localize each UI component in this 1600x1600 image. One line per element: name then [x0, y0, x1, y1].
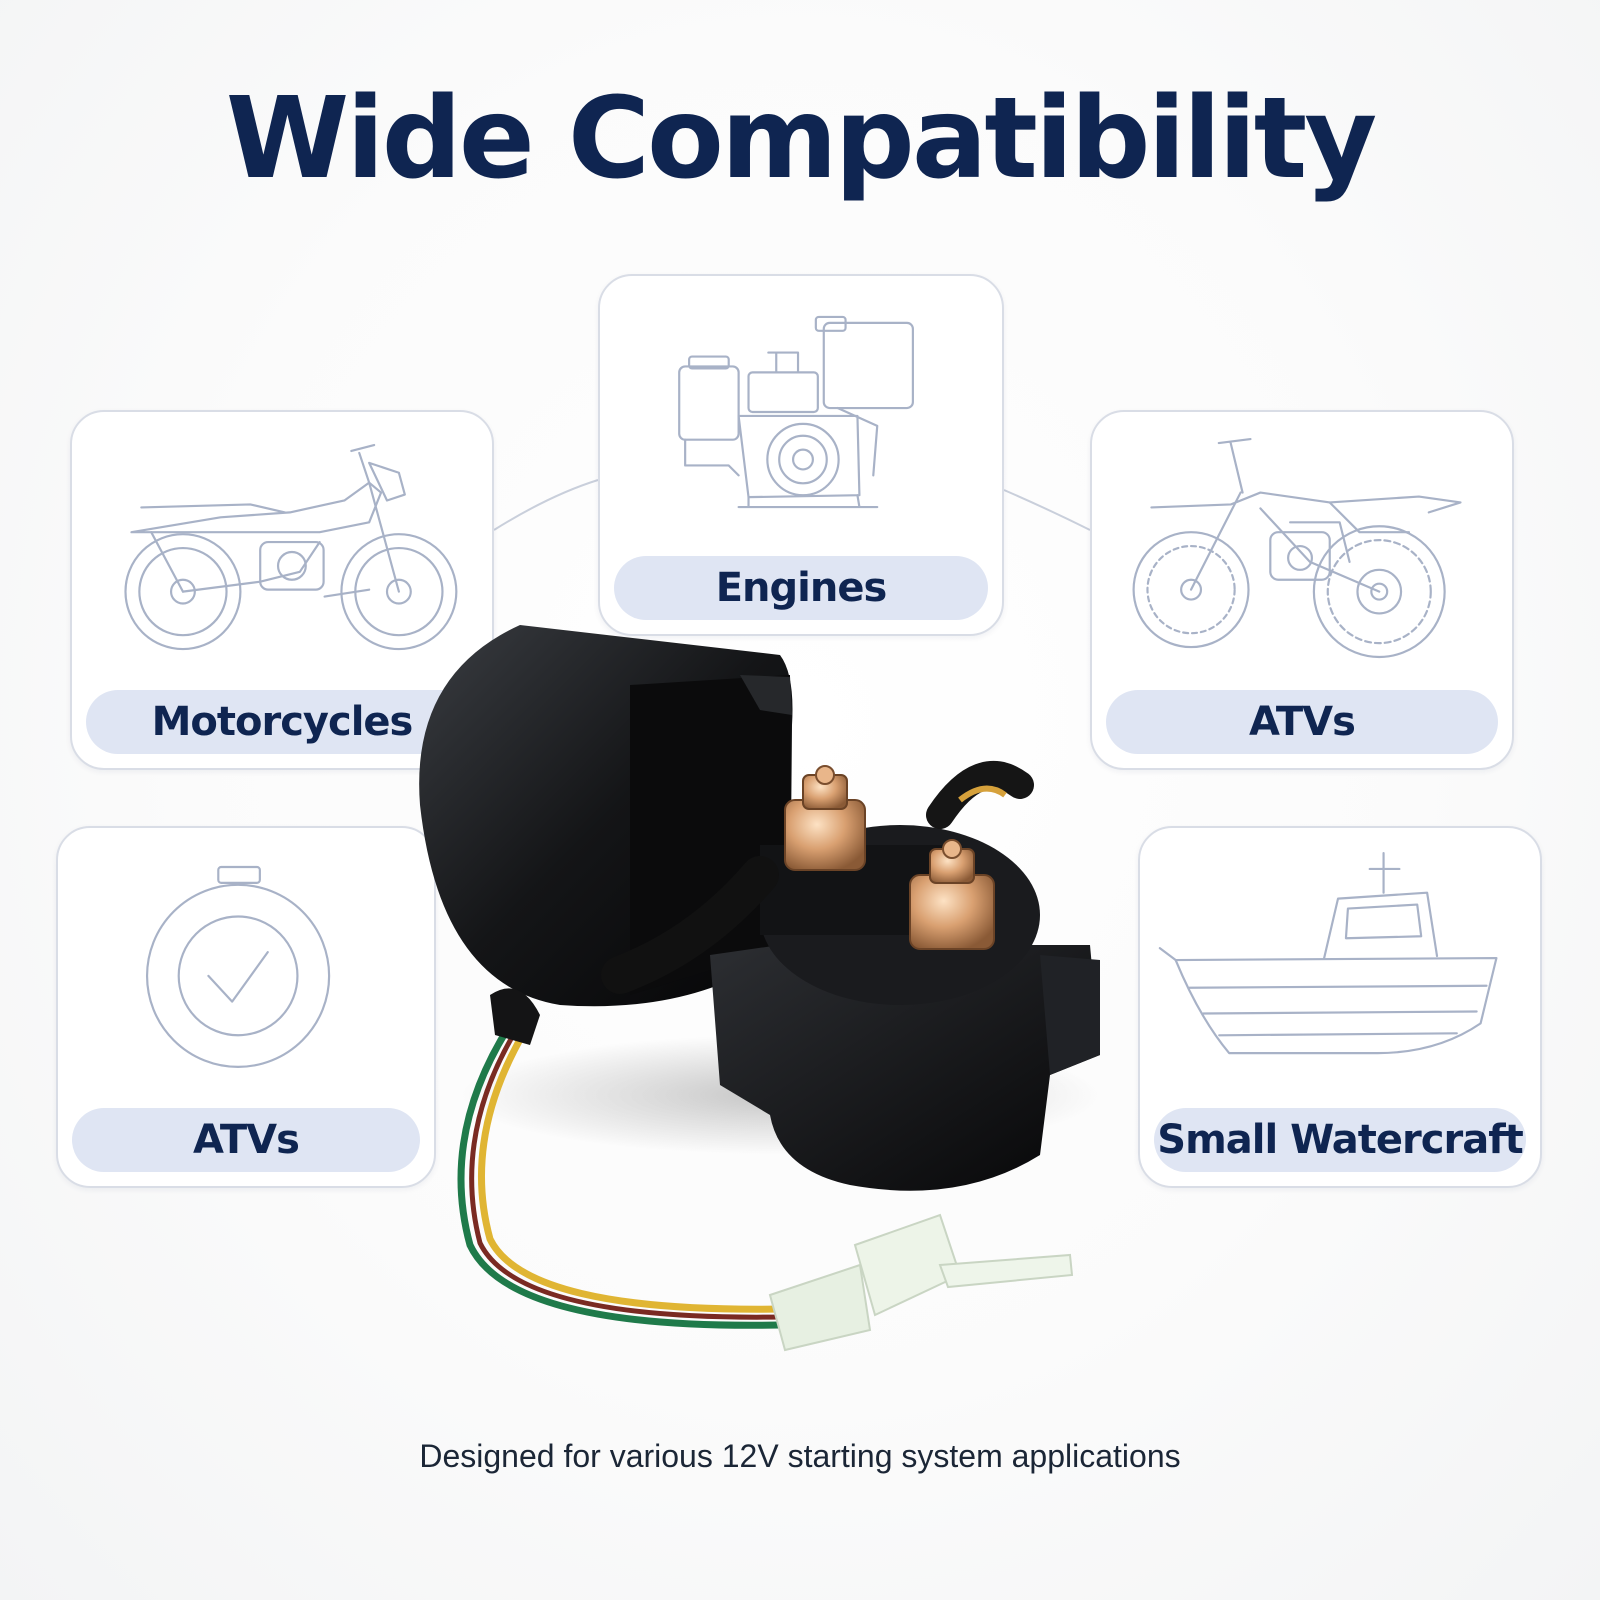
card-small-watercraft[interactable]: Small Watercraft — [1138, 826, 1542, 1188]
terminal-left — [784, 765, 866, 871]
card-engines[interactable]: Engines — [598, 274, 1004, 636]
caption: Designed for various 12V starting system… — [419, 1438, 1181, 1474]
card-label: Engines — [614, 556, 988, 620]
card-motorcycles[interactable]: Motorcycles — [70, 410, 494, 770]
dirt-bike-icon — [1132, 437, 1462, 659]
checkmark-badge-icon — [145, 865, 331, 1068]
card-label: ATVs — [1106, 690, 1498, 754]
page-title: Wide Compatibility — [225, 74, 1377, 204]
boat-icon — [1158, 852, 1498, 1055]
card-label: ATVs — [72, 1108, 420, 1172]
card-label: Small Watercraft — [1154, 1108, 1526, 1172]
card-atvs[interactable]: ATVs — [1090, 410, 1514, 770]
terminal-right — [909, 839, 995, 950]
motorcycle-icon — [124, 443, 458, 651]
card-atvs-secondary[interactable]: ATVs — [56, 826, 436, 1188]
engine-icon — [678, 315, 914, 509]
starter-relay-image — [419, 625, 1100, 1352]
card-label: Motorcycles — [86, 690, 478, 754]
